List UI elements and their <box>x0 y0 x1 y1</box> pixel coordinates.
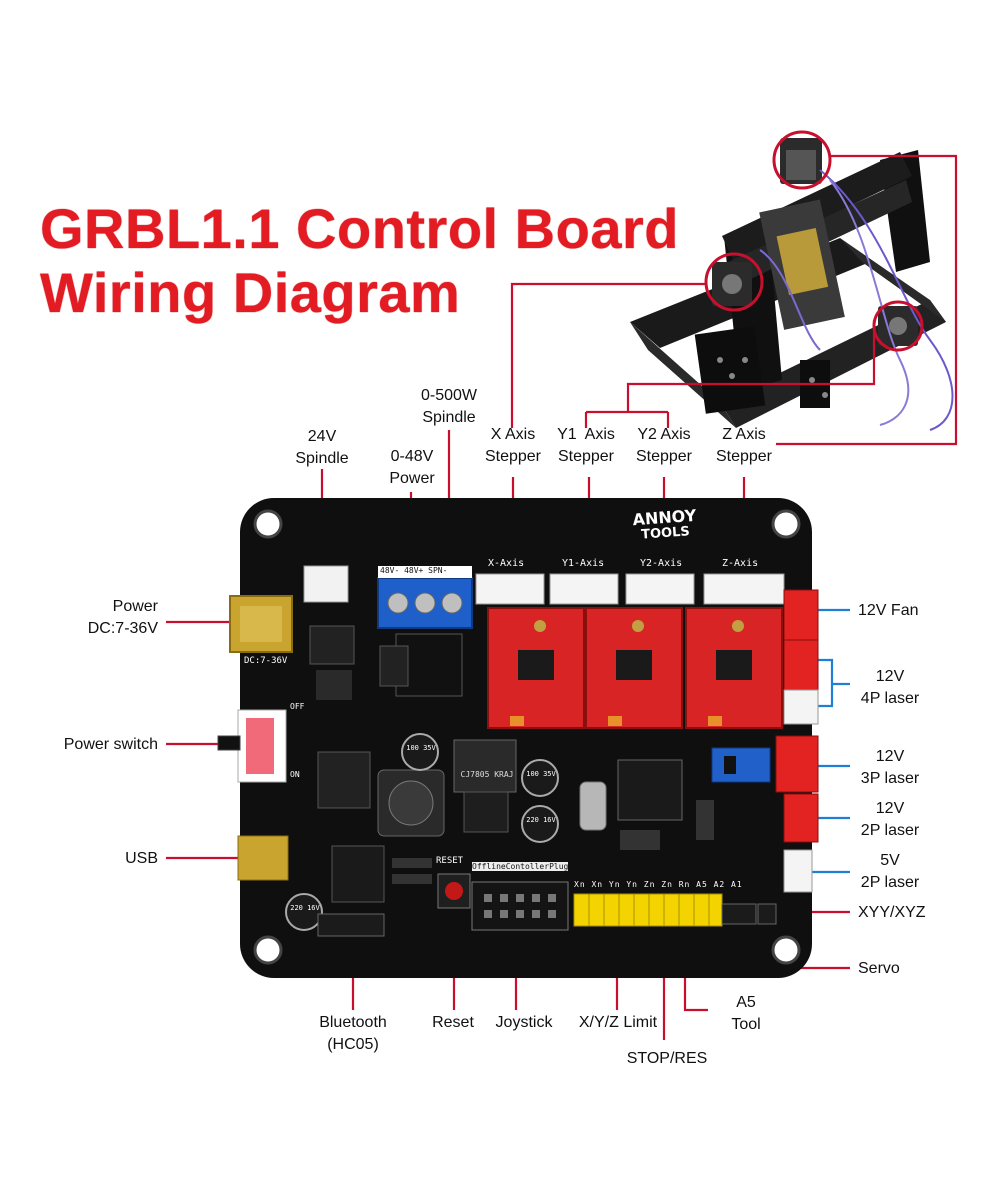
dc-jack-silk: DC:7-36V <box>244 656 288 666</box>
cap1-silk: 100 35V <box>406 744 436 752</box>
label-12v-2p-laser: 12V 2P laser <box>860 800 920 839</box>
cnc-machine-illustration <box>630 130 954 431</box>
laser-leader-lines <box>810 608 850 874</box>
label-x-axis-stepper: X Axis Stepper <box>484 426 542 465</box>
terminal-silk: 48V- 48V+ SPN- <box>380 566 448 575</box>
label-xyy-xyz: XYY/XYZ <box>858 904 926 921</box>
label-xyz-limit: X/Y/Z Limit <box>578 1014 658 1031</box>
cap2-silk: 100 35V <box>526 770 556 778</box>
offline-silk: OfflineContollerPlug <box>472 862 569 871</box>
label-reset: Reset <box>432 1014 474 1031</box>
x-axis-silk: X-Axis <box>488 558 525 569</box>
label-stop-res: STOP/RES <box>626 1050 708 1067</box>
label-0-48v-power: 0-48V Power <box>389 448 435 487</box>
label-bluetooth: Bluetooth (HC05) <box>319 1014 387 1053</box>
y2-axis-silk: Y2-Axis <box>640 558 683 569</box>
pin-header-silk: Xn Xn Yn Yn Zn Zn Rn A5 A2 A1 <box>574 880 743 889</box>
label-joystick: Joystick <box>495 1014 553 1031</box>
label-12v-4p-laser: 12V 4P laser <box>860 668 920 707</box>
cap3-silk: 220 16V <box>526 816 556 824</box>
label-a5-tool: A5 Tool <box>731 994 761 1033</box>
label-24v-spindle: 24V Spindle <box>295 428 349 467</box>
label-power-dc: Power DC:7-36V <box>87 598 158 637</box>
switch-on-silk: ON <box>290 770 300 779</box>
label-12v-3p-laser: 12V 3P laser <box>860 748 920 787</box>
label-z-axis-stepper: Z Axis Stepper <box>715 426 773 465</box>
label-y1-axis-stepper: Y1 Axis Stepper <box>557 426 615 465</box>
y1-axis-silk: Y1-Axis <box>562 558 605 569</box>
pcb-board <box>217 498 819 978</box>
reset-silk: RESET <box>436 856 464 866</box>
diagram-title-line1: GRBL1.1 Control Board <box>40 197 679 260</box>
switch-off-silk: OFF <box>290 702 305 711</box>
label-usb: USB <box>125 850 158 867</box>
label-12v-fan: 12V Fan <box>858 602 919 619</box>
label-y2-axis-stepper: Y2 Axis Stepper <box>635 426 693 465</box>
label-power-switch: Power switch <box>63 736 158 753</box>
label-0-500w-spindle: 0-500W Spindle <box>420 387 478 426</box>
cap4-silk: 220 16V <box>290 904 320 912</box>
label-5v-2p-laser: 5V 2P laser <box>860 852 920 891</box>
diagram-title-line2: Wiring Diagram <box>40 261 461 324</box>
label-servo: Servo <box>858 960 900 977</box>
regulator-silk: CJ7805 KRAJ <box>460 770 514 779</box>
z-axis-silk: Z-Axis <box>722 558 759 569</box>
